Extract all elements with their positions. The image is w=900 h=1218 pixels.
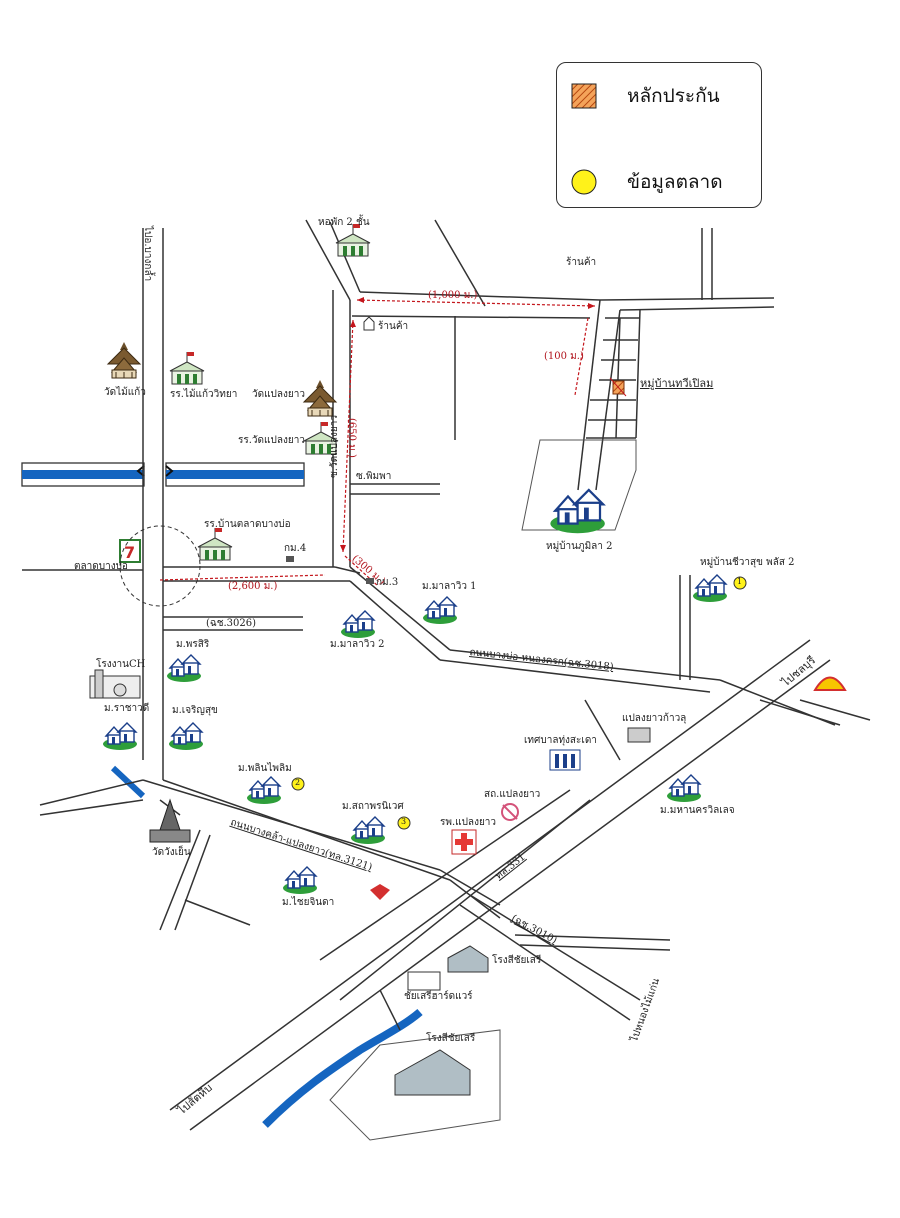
- label-school-mai-kaeo: รร.ไม้แก้ววิทยา: [170, 389, 238, 400]
- label-school-market: รร.บ้านตลาดบางบ่อ: [204, 519, 291, 530]
- label-warehouse: ชัยเสรีฮาร์ดแวร์: [404, 991, 473, 1002]
- legend-collateral-label: หลักประกัน: [627, 85, 720, 107]
- legend-market-label: ข้อมูลตลาด: [627, 171, 723, 193]
- label-market-bangbo: ตลาดบางบ่อ: [74, 561, 128, 572]
- house-icon: [692, 574, 728, 603]
- label-to-bang-kruai: ไปอ.บางกล้ำ: [142, 226, 153, 282]
- label-m-pornsiri: ม.พรสิริ: [176, 639, 210, 650]
- house-icon: [166, 654, 202, 683]
- roads: [22, 219, 871, 1141]
- label-soi-plaeng-yao: ซ.วัดแปลงยาว: [329, 415, 340, 478]
- label-wat-wangyen: วัดวังเย็น: [152, 847, 191, 858]
- label-thessaban: เทศบาลทุ่งสะเดา: [524, 735, 597, 746]
- house-icon: [102, 722, 138, 751]
- market-marker-1: [733, 576, 747, 590]
- bus-stop-icon: [627, 727, 651, 743]
- km-post-icon: [286, 556, 294, 562]
- label-shop-mid: ร้านค้า: [378, 321, 409, 332]
- house-icon: [666, 774, 702, 803]
- label-chewarak: หมู่บ้านชีวาสุข พลัส 2: [700, 557, 795, 568]
- label-dist-100: (100 ม.): [544, 351, 584, 362]
- collateral-swatch-icon: [571, 83, 597, 109]
- dorm-icon: [335, 223, 371, 257]
- market-marker-3: [397, 816, 411, 830]
- municipal-building-icon: [549, 749, 581, 771]
- school-icon: [169, 351, 205, 385]
- label-clinic: สถ.แปลงยาว: [484, 789, 541, 800]
- market-number-1: 1: [737, 577, 743, 586]
- canal-top: [21, 462, 305, 487]
- house-icon: [422, 596, 458, 625]
- km-post-icon: [366, 578, 374, 584]
- market-swatch-icon: [571, 169, 597, 195]
- school-icon: [197, 527, 233, 561]
- label-wat-mai-kaeo: วัดไม้แก้ว: [104, 387, 146, 398]
- market-number-2: 2: [295, 778, 301, 787]
- hardware-store-icon: [407, 971, 441, 991]
- house-icon: [282, 866, 318, 895]
- hospital-icon: [451, 829, 477, 855]
- map-legend: หลักประกัน ข้อมูลตลาด: [556, 62, 762, 208]
- label-rice-mill-bottom: โรงสีชัยเสรี: [426, 1033, 476, 1044]
- house-icon: [549, 488, 606, 535]
- factory-icon: [89, 669, 141, 699]
- label-village-phumila: หมู่บ้านภูมิลา 2: [546, 541, 613, 552]
- label-village-wiset: หมู่บ้านทวีเปิลม: [640, 377, 714, 390]
- label-m-mahanakorn: ม.มหานครวิลเลจ: [660, 805, 735, 816]
- label-ch-factory: โรงงานCH: [96, 659, 146, 670]
- stupa-icon: [149, 798, 191, 843]
- label-plaeng-yao-stop: แปลงยาวก้าวลุ: [622, 713, 687, 724]
- shop-icon: [363, 316, 375, 331]
- label-dorm: หอพัก 2 ชั้น: [318, 217, 370, 228]
- label-dist-650: (650 ม.): [346, 418, 357, 458]
- label-m-sangthong: ม.สถาพรนิเวศ: [342, 801, 404, 812]
- label-malariew2: ม.มาลาวิว 2: [330, 639, 385, 650]
- label-dist-1000: (1,000 ม.): [428, 290, 478, 301]
- label-school-plaeng-yao: รร.วัดแปลงยาว: [238, 435, 305, 446]
- label-km4: กม.4: [284, 543, 307, 554]
- label-wat-plaeng-yao: วัดแปลงยาว: [252, 389, 306, 400]
- label-hospital: รพ.แปลงยาว: [440, 817, 497, 828]
- label-malariew1: ม.มาลาวิว 1: [422, 581, 477, 592]
- warehouse-icon: [394, 1049, 471, 1096]
- label-m-rachawadee: ม.ราชาวดี: [104, 703, 150, 714]
- label-shop-top: ร้านค้า: [566, 257, 597, 268]
- label-soi-phimpha: ซ.พิมพา: [356, 471, 392, 482]
- legend-market: ข้อมูลตลาด: [571, 167, 723, 197]
- label-m-phimphilom: ม.พลินไพลิม: [238, 763, 292, 774]
- temple-icon: [303, 379, 337, 417]
- honda-logo-icon: [370, 884, 390, 900]
- label-m-charoensuk: ม.เจริญสุข: [172, 705, 218, 716]
- label-km3: กม.3: [376, 577, 399, 588]
- house-icon: [246, 776, 282, 805]
- legend-collateral: หลักประกัน: [571, 81, 720, 111]
- house-icon: [350, 816, 386, 845]
- canal-bottom: [262, 1008, 423, 1128]
- shell-logo-icon: [813, 676, 847, 691]
- market-number-3: 3: [401, 817, 407, 826]
- temple-icon: [107, 341, 141, 379]
- label-m-chaijinda: ม.ไชยจินดา: [282, 897, 335, 908]
- warehouse-icon: [447, 945, 489, 973]
- label-rice-mill-top: โรงสีชัยเสรี: [492, 955, 542, 966]
- clinic-icon: [501, 803, 519, 821]
- svg-text:7: 7: [124, 543, 135, 562]
- house-icon: [168, 722, 204, 751]
- convenience-store-icon: 7: [119, 525, 201, 607]
- house-icon: [340, 610, 376, 639]
- label-road-3026: (ฉช.3026): [206, 618, 257, 629]
- label-dist-2600: (2,600 ม.): [228, 581, 278, 592]
- market-marker-2: [291, 777, 305, 791]
